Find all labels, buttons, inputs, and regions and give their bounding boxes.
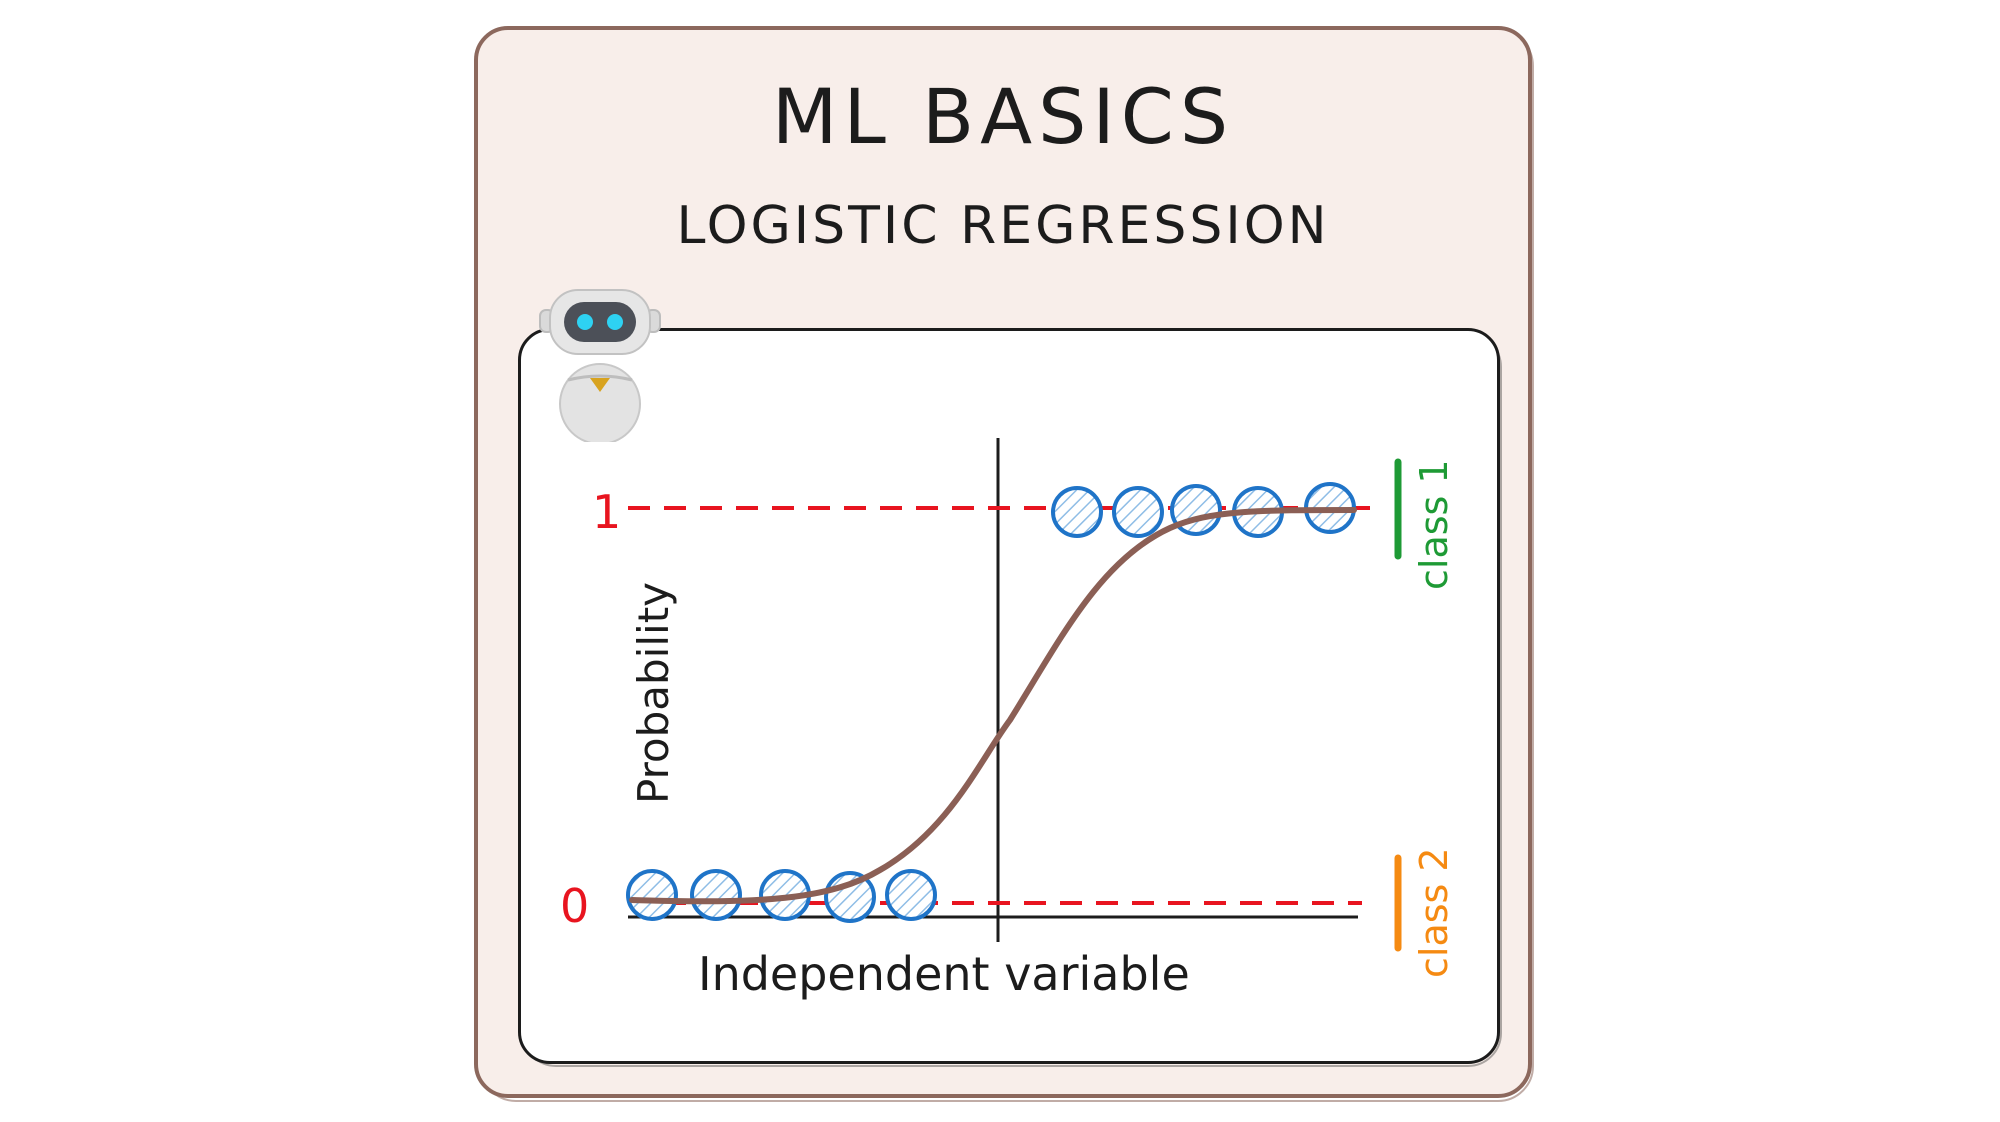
level-low-label: 0 [560,879,589,933]
robot-icon [539,289,661,442]
diagram-panel [518,328,1500,1064]
page-subtitle: LOGISTIC REGRESSION [676,196,1330,256]
level-high-label: 1 [592,485,621,539]
y-axis-label: Probability [629,582,678,804]
x-axis-label: Independent variable [698,947,1190,1001]
sigmoid-curve [629,507,1357,905]
class-high-label: class 1 [1412,459,1456,590]
data-point [1051,486,1103,538]
data-point [1112,486,1164,538]
data-point [690,869,742,921]
class-low-label: class 2 [1412,847,1456,978]
data-point [885,869,937,921]
data-point [626,869,678,921]
page-title: ML BASICS [771,72,1235,161]
